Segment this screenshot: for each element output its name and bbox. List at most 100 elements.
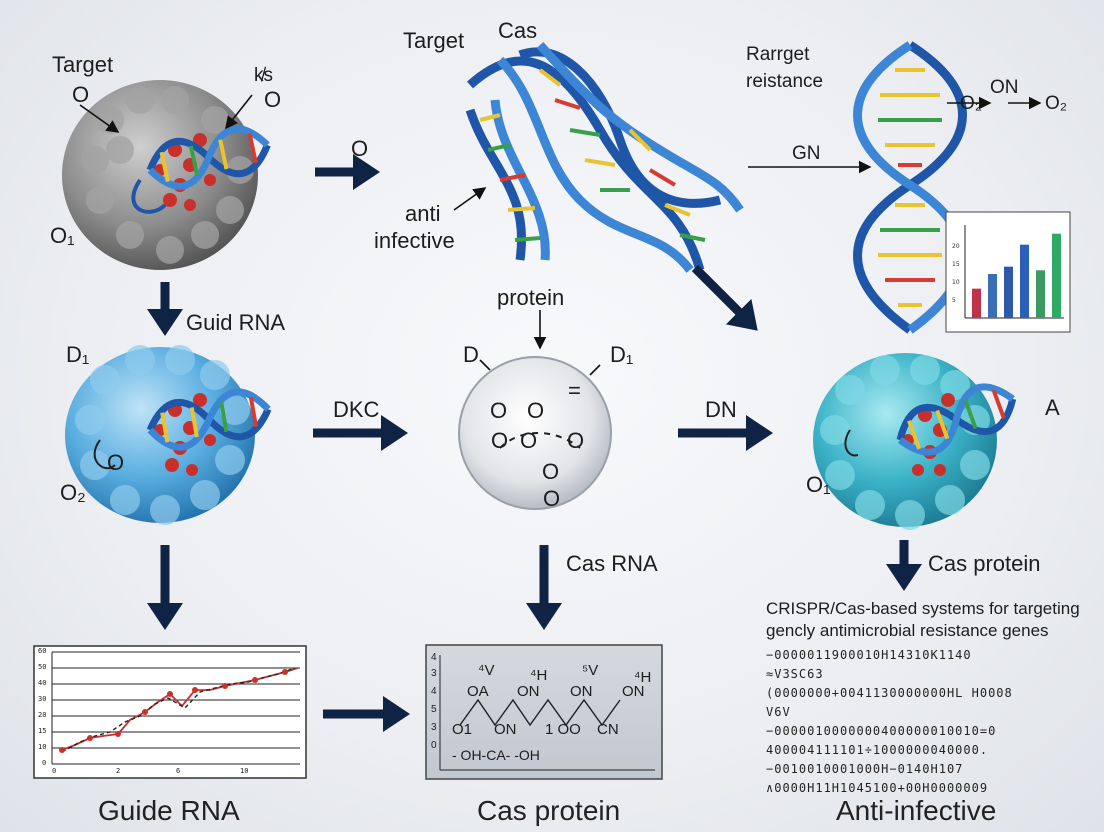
label-guid-rna: Guid RNA — [186, 310, 286, 335]
bottom-center-structure-panel — [425, 644, 663, 780]
caption-anti-infective: Anti-infective — [836, 795, 997, 826]
structure-mid-label: ON — [517, 683, 540, 700]
structure-low-label: O1 — [452, 721, 473, 738]
structure-mid-label: ON — [570, 683, 593, 700]
code-row: ∧0000H11H1045100+00H0000009 — [766, 781, 989, 795]
left-tick: 0 — [431, 740, 437, 751]
molecule-atom: O — [567, 428, 585, 453]
crispr-title-line1: CRISPR/Cas-based systems for targeting — [766, 599, 1080, 618]
code-row: −0000010000000400000010010=0 — [766, 724, 997, 738]
inset-y-tick: 15 — [952, 261, 960, 268]
label-rarrget: Rarrget — [746, 44, 810, 65]
label-reistance: reistance — [746, 71, 824, 92]
label-o2-right: O₂ — [1045, 93, 1068, 114]
label-dn: DN — [705, 397, 737, 422]
code-row: (0000000+0041130000000HL H0008 — [766, 686, 1013, 700]
structure-formula: - OH-CA- -OH — [452, 747, 540, 763]
inset-bar — [1020, 244, 1029, 318]
label-o2-left: O₂ — [960, 93, 983, 114]
center-dna-helix — [465, 41, 744, 273]
y-tick: 40 — [38, 679, 47, 687]
x-tick: 10 — [240, 767, 249, 775]
label-d-center: D — [463, 342, 479, 367]
sequence-code-block: −0000011900010H14310K1140 ≈V3SC63 (00000… — [766, 646, 1096, 798]
y-tick: 0 — [42, 759, 47, 767]
x-tick: 0 — [52, 767, 57, 775]
structure-top-label: ⁵V — [582, 662, 599, 679]
left-tick: 5 — [431, 704, 437, 715]
left-tick: 4 — [431, 686, 437, 697]
thin-pointer-arrows — [79, 94, 1042, 376]
label-o-mid-left: O — [107, 450, 125, 475]
structure-low-label: ON — [494, 721, 517, 738]
label-gn: GN — [792, 143, 821, 164]
label-o-right: O — [264, 87, 282, 112]
label-arrow-o: O — [351, 136, 369, 161]
left-tick: 4 — [431, 652, 437, 663]
inset-y-tick: 20 — [952, 243, 960, 250]
structure-top-label: ⁴H — [530, 667, 548, 684]
y-tick: 10 — [38, 743, 47, 751]
code-row: V6V — [766, 705, 791, 719]
label-ks: k̸s — [254, 65, 273, 86]
y-tick: 60 — [38, 647, 47, 655]
structure-top-label: ⁴H — [634, 669, 652, 686]
x-tick: 6 — [176, 767, 181, 775]
inset-bar — [988, 274, 997, 318]
left-tick: 3 — [431, 722, 437, 733]
label-o1-mid-right: O₁ — [806, 472, 831, 497]
molecule-atom: O — [542, 459, 560, 484]
label-infective: infective — [374, 228, 455, 253]
left-tick: 3 — [431, 668, 437, 679]
inset-bar — [1004, 266, 1013, 318]
crispr-title-line2: gencly antimicrobial resistance genes — [766, 621, 1049, 640]
code-row: 400004111101÷1000000040000. — [766, 743, 989, 757]
molecule-atom: O — [490, 398, 508, 423]
label-anti: anti — [405, 201, 441, 226]
structure-top-label: ⁴V — [478, 662, 495, 679]
y-tick: 50 — [38, 663, 47, 671]
molecule-atom: O — [527, 398, 545, 423]
label-a: A — [1045, 395, 1060, 420]
label-o2-mid-left: O₂ — [60, 480, 86, 505]
molecule-atom: = — [568, 378, 581, 403]
blue-protein-complex — [65, 345, 272, 525]
x-tick: 2 — [116, 767, 121, 775]
inset-bar — [1036, 270, 1045, 318]
structure-mid-label: OA — [467, 683, 489, 700]
inset-y-tick: 5 — [952, 297, 956, 304]
teal-protein-complex — [813, 353, 1020, 530]
molecule-atom: O — [491, 428, 509, 453]
structure-low-label: CN — [597, 721, 619, 738]
label-on: ON — [990, 77, 1019, 98]
inset-bar-chart: 20 15 10 5 — [945, 211, 1071, 333]
label-d1-left: D₁ — [66, 342, 90, 367]
label-dkc: DKC — [333, 397, 380, 422]
label-protein: protein — [497, 285, 565, 310]
structure-low-label: 1 OO — [545, 721, 581, 738]
caption-cas-protein: Cas protein — [477, 795, 621, 826]
label-cas-protein-arrow: Cas protein — [928, 551, 1041, 576]
inset-bar — [972, 288, 981, 318]
y-tick: 15 — [38, 727, 47, 735]
code-row: ≈V3SC63 — [766, 667, 824, 681]
label-o-top-left: O — [72, 82, 90, 107]
y-tick: 30 — [38, 695, 47, 703]
label-cas-rna: Cas RNA — [566, 551, 658, 576]
label-target-center: Target — [403, 28, 465, 53]
flow-arrows — [147, 154, 922, 732]
caption-guide-rna: Guide RNA — [98, 795, 240, 826]
code-row: −0000011900010H14310K1140 — [766, 648, 972, 662]
inset-bar — [1052, 233, 1061, 318]
inset-y-tick: 10 — [952, 279, 960, 286]
molecule-atom: O — [520, 428, 538, 453]
molecule-atom: O — [543, 486, 561, 511]
y-tick: 20 — [38, 711, 47, 719]
molecule-circle — [458, 356, 612, 510]
structure-mid-label: ON — [622, 683, 645, 700]
code-row: −0010010001000H−0140H107 — [766, 762, 964, 776]
label-target-left: Target — [52, 52, 114, 77]
label-o-bottom-left: O₁ — [50, 223, 75, 248]
label-cas: Cas — [498, 18, 538, 43]
